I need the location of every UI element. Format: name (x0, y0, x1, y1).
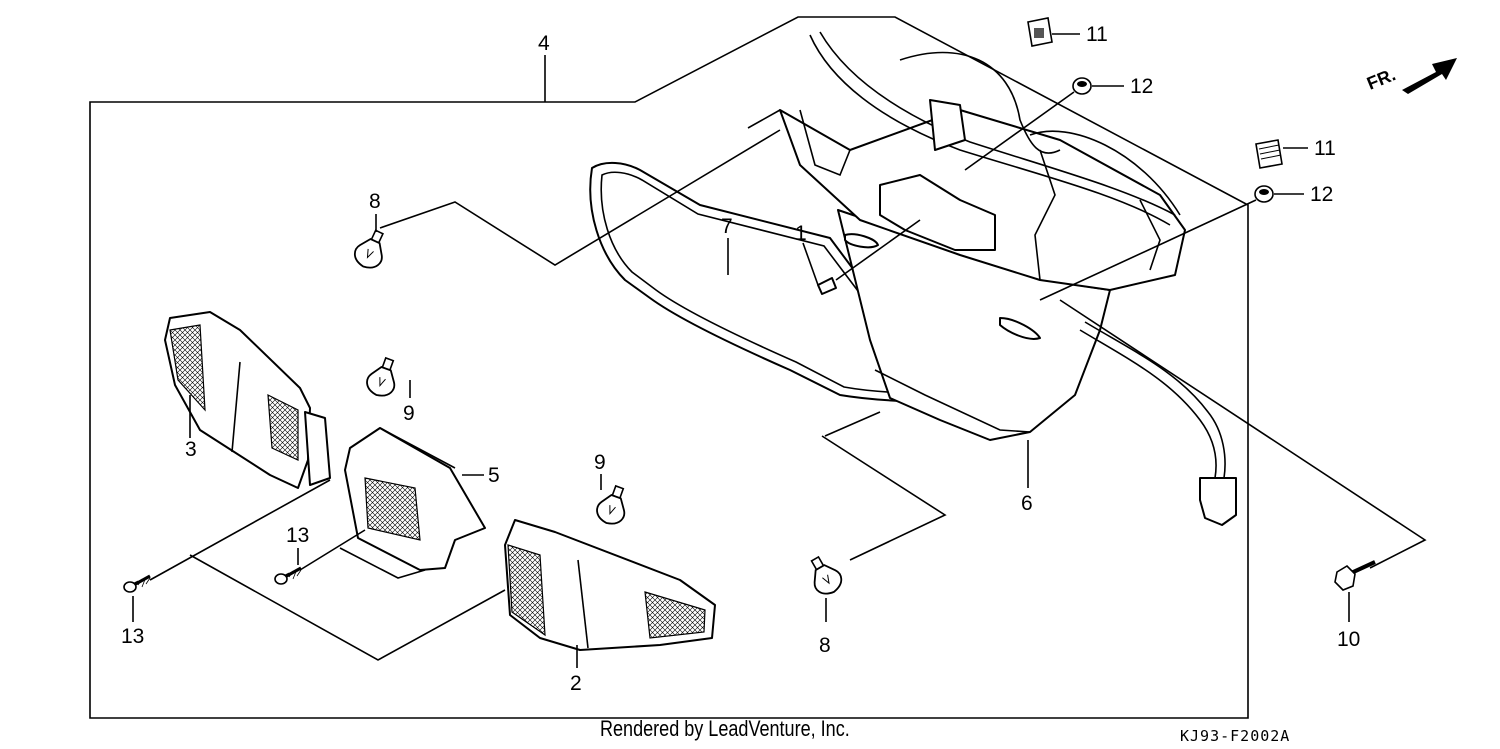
guide-8-upper (379, 129, 781, 266)
guide-1 (835, 219, 921, 281)
wire-harness-2 (1084, 321, 1226, 479)
bracket-inner-1 (799, 109, 851, 177)
bulb-part-1 (817, 277, 837, 295)
guide-bracket-top (747, 109, 781, 129)
guide-8-lower (821, 411, 947, 561)
lens-3-hatch-2 (267, 393, 299, 461)
bulb-8-lower (802, 551, 847, 600)
assembly-outline (89, 16, 1249, 719)
bulb-8-upper (349, 225, 393, 274)
callout-2: 2 (570, 672, 582, 695)
callout-9a: 9 (403, 402, 415, 425)
bulb-9-right (592, 481, 634, 529)
direction-label: FR. (1364, 64, 1398, 93)
nut-12-top (1072, 77, 1092, 95)
bulb-9-left (362, 353, 404, 401)
lens-2-divider (577, 559, 589, 649)
slot-2 (999, 317, 1041, 340)
lens-3-tab (304, 411, 331, 486)
diagram-code: KJ93-F2002A (1180, 727, 1291, 745)
nut-12-right (1254, 185, 1274, 203)
bolt-part-10 (1334, 560, 1376, 591)
guide-lower-left (189, 554, 506, 661)
callout-12b: 12 (1310, 183, 1333, 206)
guide-12a (964, 91, 1075, 171)
lens-2-hatch (507, 544, 546, 637)
bracket-inner-2 (1034, 149, 1056, 281)
callout-13b: 13 (286, 524, 309, 547)
callout-4: 4 (538, 32, 550, 55)
screw-13-left (122, 574, 152, 594)
bracket-frame-rod-2 (819, 31, 1176, 216)
guide-10 (1059, 299, 1427, 569)
bracket-frame-rod (809, 34, 1171, 226)
render-credit: Rendered by LeadVenture, Inc. (600, 716, 850, 741)
screw-13-mid (273, 566, 303, 586)
clip-11-right (1255, 139, 1283, 169)
callout-12a: 12 (1130, 75, 1153, 98)
socket-block (879, 174, 996, 251)
connector (1199, 477, 1237, 526)
callout-7: 7 (721, 215, 733, 238)
guide-13-mid (299, 529, 366, 571)
clip-11-top (1027, 17, 1053, 47)
guide-13-left (149, 479, 331, 581)
callout-11a: 11 (1086, 23, 1108, 46)
arrow-icon (1402, 58, 1457, 94)
callout-10: 10 (1337, 628, 1360, 651)
callout-6: 6 (1021, 492, 1033, 515)
guide-12b (1039, 199, 1257, 301)
callout-5: 5 (488, 464, 500, 487)
lens-2-hatch-2 (644, 591, 706, 639)
lens-3-hatch (169, 324, 206, 412)
front-direction-arrow: FR. (1364, 58, 1457, 94)
wire-upper (899, 51, 1061, 154)
housing-lower-edge (874, 369, 1031, 433)
wire-harness (1079, 329, 1217, 479)
lens-3-divider (231, 361, 241, 453)
leader-1 (802, 242, 819, 286)
callout-8b: 8 (819, 634, 831, 657)
housing-5-lip (379, 427, 456, 469)
callout-13a: 13 (121, 625, 144, 648)
callout-11b: 11 (1314, 137, 1336, 160)
callout-3: 3 (185, 438, 197, 461)
housing-5-window (364, 477, 421, 541)
callout-9b: 9 (594, 451, 606, 474)
guide-5-lower (339, 547, 426, 579)
callout-8a: 8 (369, 190, 381, 213)
callout-1: 1 (795, 222, 807, 245)
socket-block-2 (929, 99, 966, 151)
wire-upper-2 (1029, 130, 1181, 216)
slot-1 (844, 233, 879, 249)
